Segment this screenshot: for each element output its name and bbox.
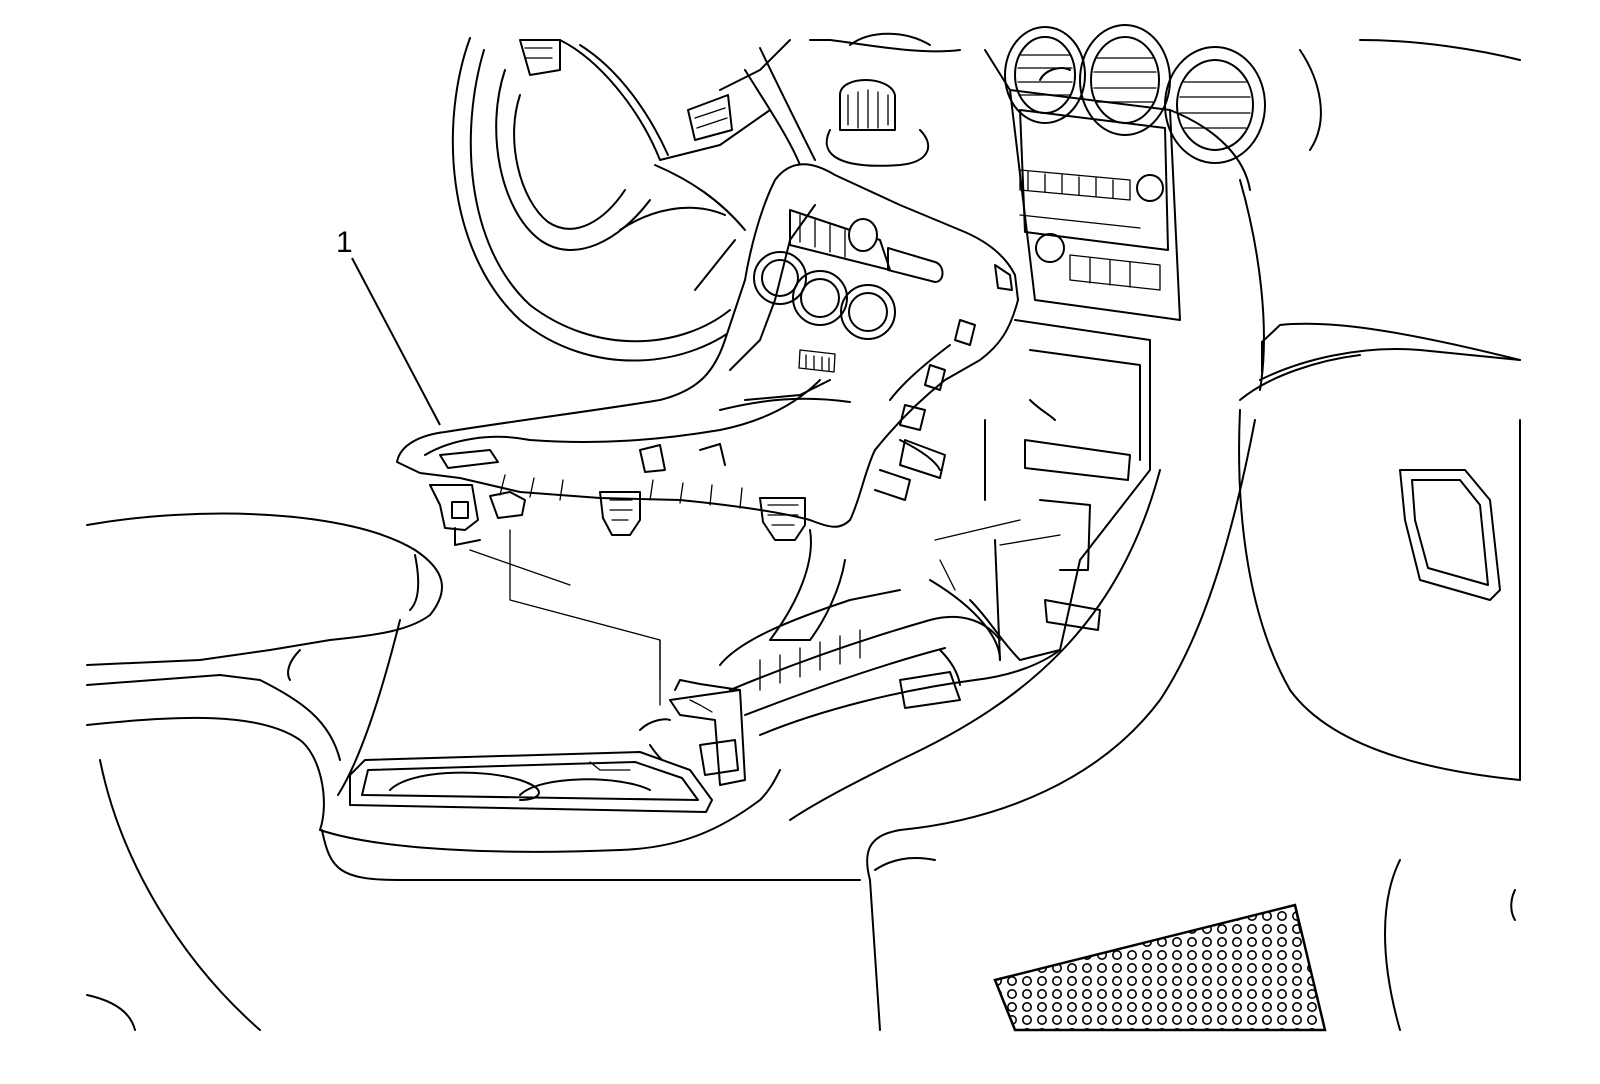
callout-leader-line [351,257,441,426]
center-stack-lower [969,319,1151,661]
alignment-guide-lines [469,519,1021,706]
steering-wheel [451,37,791,362]
cupholder-opening [349,751,713,813]
armrest [86,512,861,1031]
speaker-grille [993,903,1327,1032]
console-trim-plate [396,163,1019,546]
callout-label-1: 1 [336,226,353,259]
radio-stack [984,49,1265,391]
passenger-dash [1238,39,1521,1031]
instrument-area [744,32,961,167]
center-console-body [719,419,1256,1031]
